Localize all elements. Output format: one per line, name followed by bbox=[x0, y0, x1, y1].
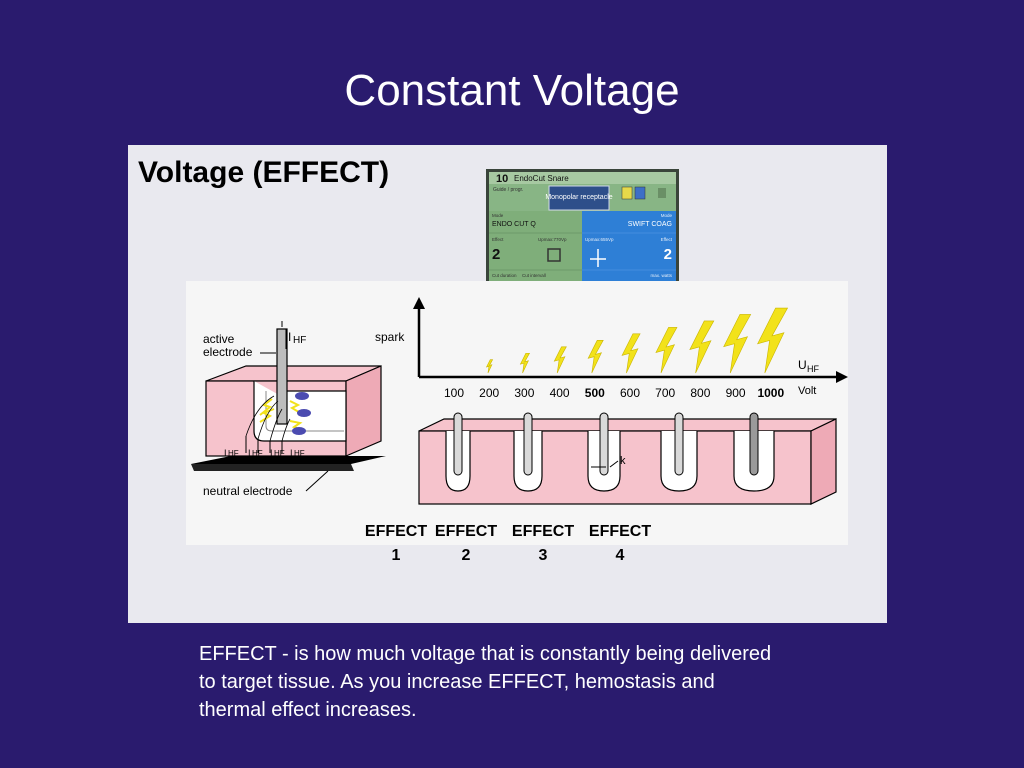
tick-label-1000: 1000 bbox=[757, 386, 784, 400]
right-upmax: Upmax:655Vp bbox=[585, 237, 614, 242]
current-sub: HF bbox=[293, 335, 306, 346]
hf-label-3: I bbox=[270, 448, 273, 458]
right-effect-label: Effect bbox=[661, 237, 673, 242]
electrode-wire-3 bbox=[599, 412, 609, 476]
electrode-wire-5 bbox=[749, 412, 759, 476]
y-axis-arrow bbox=[413, 297, 425, 309]
active-electrode-label: active bbox=[203, 332, 235, 346]
coag-waveform-icon bbox=[590, 249, 606, 267]
receptacle-label: Monopolar receptacle bbox=[545, 194, 612, 201]
tick-label-900: 900 bbox=[726, 386, 746, 400]
voltage-diagram-svg: active electrode I HF I HF I HF I HF I H… bbox=[191, 297, 848, 505]
hf-label-2: I bbox=[248, 448, 251, 458]
foot-pedal-icon bbox=[634, 186, 646, 200]
sparks bbox=[485, 307, 789, 374]
right-mode-value: SWIFT COAG bbox=[628, 221, 672, 228]
neutral-electrode-label: neutral electrode bbox=[203, 484, 293, 498]
tick-labels: 100 200 300 400 500 600 700 800 900 1000 bbox=[444, 386, 784, 400]
voltage-diagram: active electrode I HF I HF I HF I HF I H… bbox=[186, 281, 848, 545]
caption-line-3: thermal effect increases. bbox=[199, 699, 417, 721]
spark-600 bbox=[621, 333, 641, 374]
electrode-wire-1 bbox=[453, 412, 463, 476]
spark-1000 bbox=[757, 307, 789, 374]
tick-label-300: 300 bbox=[514, 386, 534, 400]
current-label: I bbox=[288, 330, 291, 344]
hf-label-1: I bbox=[224, 448, 227, 458]
right-mode-label: Mode bbox=[661, 213, 673, 218]
spark-900 bbox=[723, 314, 752, 374]
left-effect-value: 2 bbox=[492, 246, 500, 263]
device-screen: 10 EndoCut Snare Guide / progr. Monopola… bbox=[486, 169, 679, 305]
y-axis-label: spark bbox=[375, 330, 405, 344]
svg-text:HF: HF bbox=[228, 449, 239, 458]
diagram-panel: Voltage (EFFECT) 10 EndoCut Snare Guide … bbox=[128, 145, 887, 623]
program-number: 10 bbox=[496, 173, 508, 185]
tick-label-800: 800 bbox=[690, 386, 710, 400]
cut-interval-label: Cut intervall bbox=[522, 273, 546, 278]
folder-icon bbox=[621, 186, 633, 200]
x-axis-label: U bbox=[798, 358, 807, 372]
svg-text:electrode: electrode bbox=[203, 345, 253, 359]
spark-500 bbox=[587, 340, 604, 374]
svg-text:HF: HF bbox=[274, 449, 285, 458]
voltage-axis: spark U HF Volt 100 200 300 400 500 600 700 800… bbox=[375, 297, 848, 400]
panel-heading: Voltage (EFFECT) bbox=[138, 156, 390, 189]
left-effect-label: Effect bbox=[492, 237, 504, 242]
x-axis-arrow bbox=[836, 371, 848, 383]
tick-label-600: 600 bbox=[620, 386, 640, 400]
caption-line-2: to target tissue. As you increase EFFECT… bbox=[199, 671, 715, 693]
caption: EFFECT - is how much voltage that is con… bbox=[199, 640, 869, 724]
electrode-wire-2 bbox=[523, 412, 533, 476]
x-axis-label-sub: HF bbox=[807, 364, 819, 374]
caption-line-1: EFFECT - is how much voltage that is con… bbox=[199, 643, 772, 665]
tick-label-100: 100 bbox=[444, 386, 464, 400]
program-name: EndoCut Snare bbox=[514, 174, 569, 183]
settings-icon bbox=[658, 188, 666, 198]
slide-title: Constant Voltage bbox=[344, 66, 680, 115]
left-upmax: Upmax:770Vp bbox=[538, 237, 567, 242]
active-electrode bbox=[276, 328, 288, 425]
spark-200 bbox=[485, 359, 494, 374]
spark-800 bbox=[689, 320, 715, 374]
left-mode-label: Mode bbox=[492, 213, 504, 218]
spark-700 bbox=[655, 327, 678, 374]
spark-300 bbox=[519, 352, 531, 374]
left-mode-value: ENDO CUT Q bbox=[492, 221, 536, 228]
tick-label-700: 700 bbox=[655, 386, 675, 400]
x-axis-unit: Volt bbox=[798, 385, 816, 397]
receptacle-box bbox=[548, 185, 610, 211]
tick-label-500: 500 bbox=[585, 386, 605, 400]
cut-duration-label: Cut duration bbox=[492, 273, 517, 278]
electrode-diagram: active electrode I HF I HF I HF I HF I H… bbox=[191, 321, 386, 498]
guide-label: Guide / progr. bbox=[493, 187, 523, 193]
tick-label-400: 400 bbox=[550, 386, 570, 400]
electrode-wire-4 bbox=[674, 412, 684, 476]
svg-text:HF: HF bbox=[252, 449, 263, 458]
svg-text:HF: HF bbox=[294, 449, 305, 458]
spark-400 bbox=[553, 346, 567, 374]
max-watts-label: max. watts bbox=[650, 273, 672, 278]
tissue-block: k bbox=[418, 412, 837, 505]
hf-label-4: I bbox=[290, 448, 293, 458]
right-effect-value: 2 bbox=[664, 246, 672, 263]
cut-waveform-icon bbox=[547, 248, 561, 262]
cuts bbox=[445, 412, 775, 492]
k-label: k bbox=[620, 455, 626, 467]
tick-label-200: 200 bbox=[479, 386, 499, 400]
